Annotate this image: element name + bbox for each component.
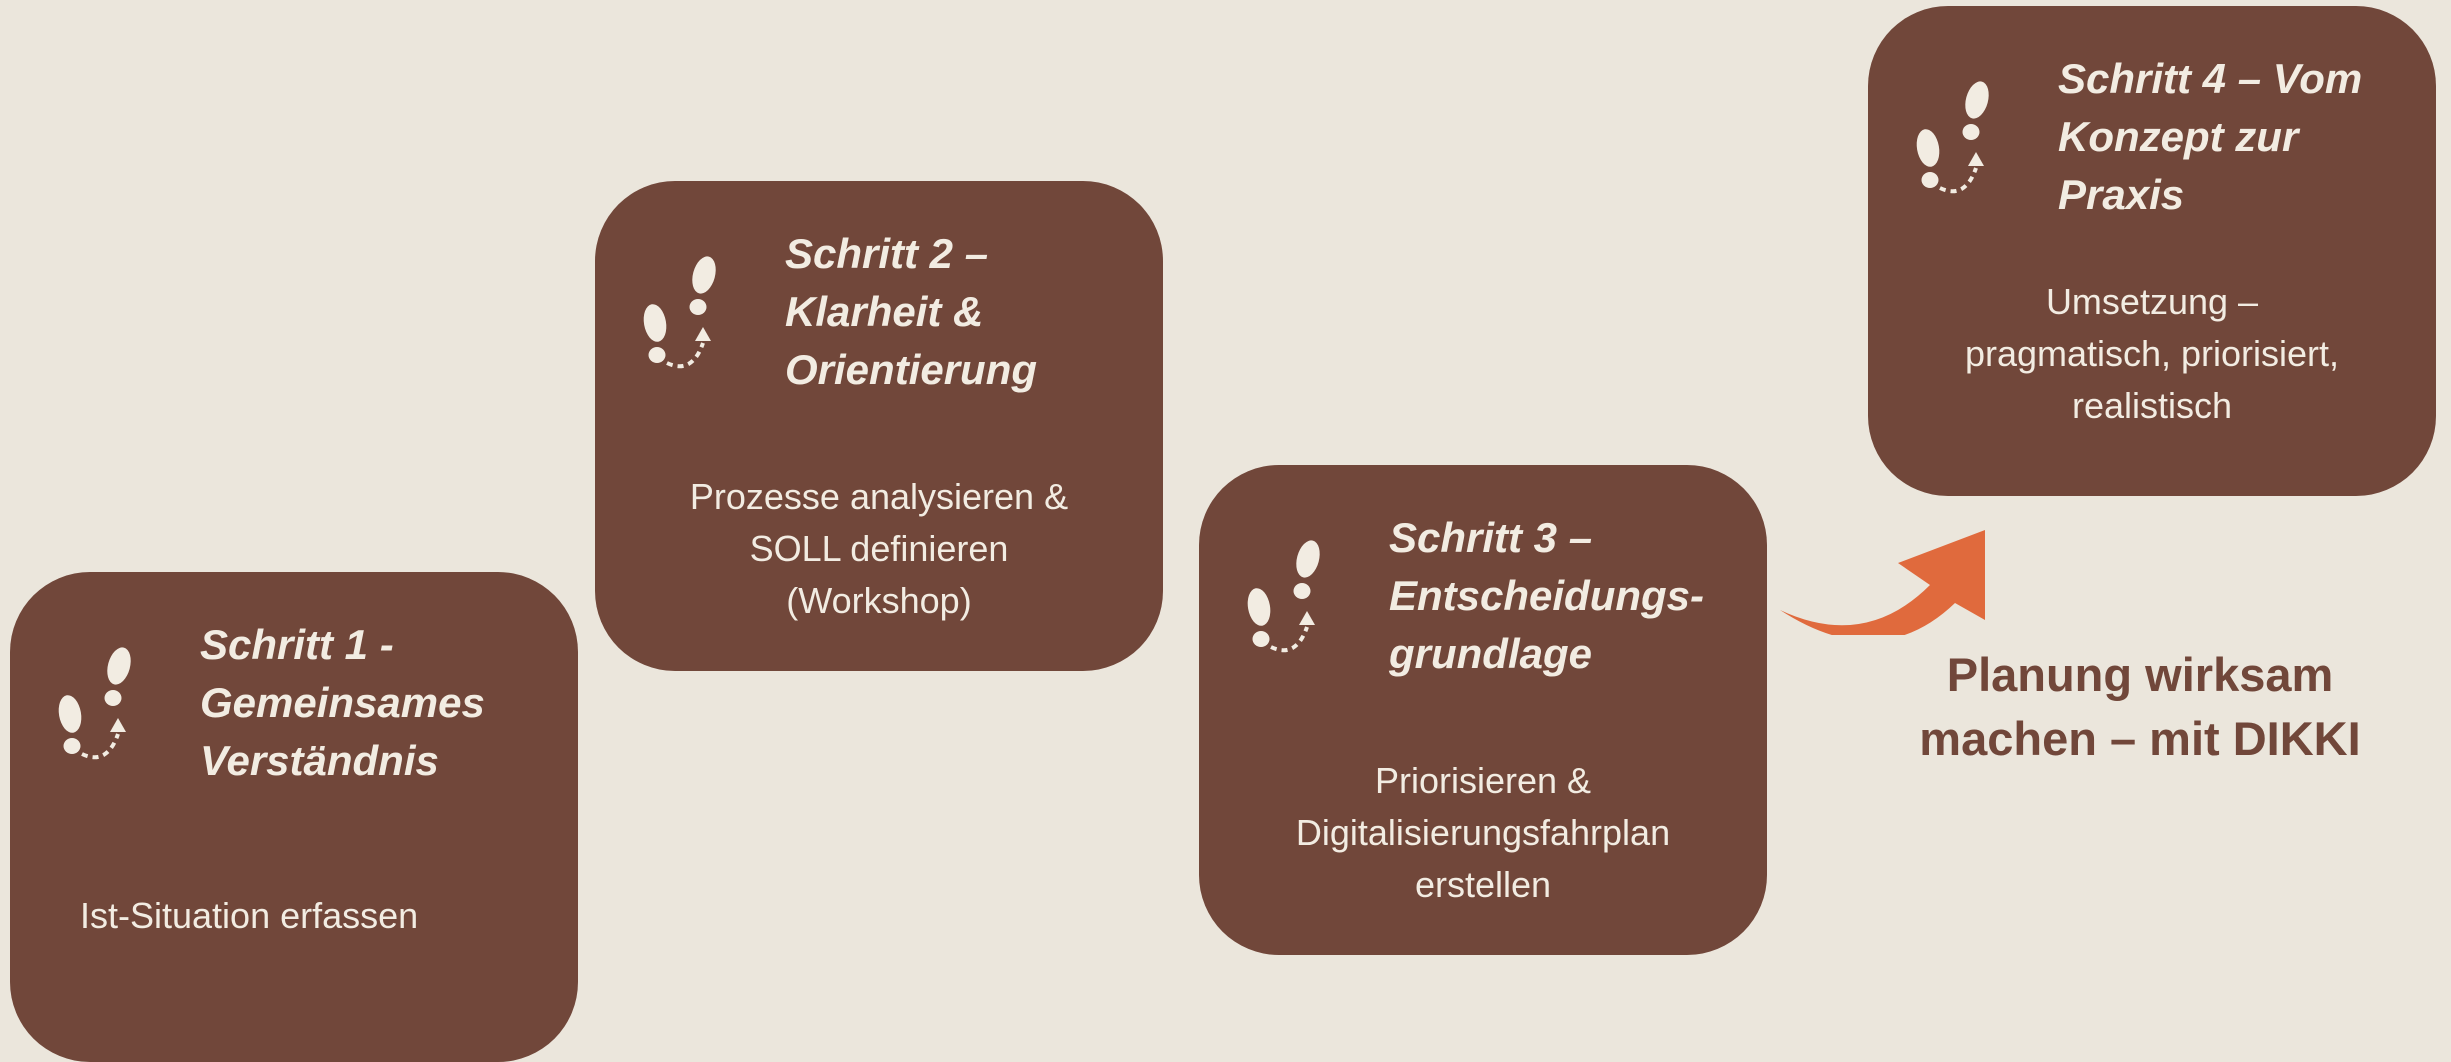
step-description: realistisch bbox=[2071, 385, 2233, 426]
step-title-line: Gemeinsames bbox=[200, 679, 485, 726]
footprints-icon bbox=[58, 647, 131, 760]
step-card-4: Schritt 4 – Vom Konzept zur Praxis Umset… bbox=[1868, 6, 2436, 496]
step-title-line: Schritt 1 - bbox=[200, 621, 394, 668]
step-title-line: Verständnis bbox=[200, 737, 439, 784]
curved-arrow-icon bbox=[1780, 530, 1985, 635]
step-card-1: Schritt 1 - Gemeinsames Verständnis Ist-… bbox=[10, 572, 578, 1062]
step-description: Priorisieren & bbox=[1374, 760, 1592, 801]
caption: Planung wirksam machen – mit DIKKI bbox=[1890, 643, 2390, 771]
step-title-line: Schritt 3 – bbox=[1389, 514, 1593, 561]
step-description: pragmatisch, priorisiert, bbox=[1964, 333, 2340, 374]
step-description: erstellen bbox=[1414, 864, 1552, 905]
step-title-line: Entscheidungs- bbox=[1389, 572, 1705, 619]
step-card-3: Schritt 3 – Entscheidungs- grundlage Pri… bbox=[1199, 465, 1767, 955]
step-description: Ist-Situation erfassen bbox=[80, 895, 419, 936]
footprints-icon bbox=[1247, 540, 1320, 653]
step-card-2: Schritt 2 – Klarheit & Orientierung Proz… bbox=[595, 181, 1163, 671]
step-title-line: Praxis bbox=[2058, 171, 2185, 218]
step-title-line: Schritt 4 – Vom bbox=[2058, 55, 2363, 102]
step-title-line: Schritt 2 – bbox=[785, 230, 989, 277]
caption-line: Planung wirksam bbox=[1946, 648, 2334, 701]
footprints-icon bbox=[643, 256, 716, 369]
step-description: Umsetzung – bbox=[2045, 281, 2259, 322]
step-description: (Workshop) bbox=[786, 580, 972, 621]
step-description: Prozesse analysieren & bbox=[689, 476, 1069, 517]
step-title-line: Konzept zur bbox=[2058, 113, 2299, 160]
step-title-line: Orientierung bbox=[785, 346, 1038, 393]
step-description: Digitalisierungsfahrplan bbox=[1295, 812, 1671, 853]
step-title-line: grundlage bbox=[1389, 630, 1593, 677]
step-description: SOLL definieren bbox=[749, 528, 1009, 569]
step-title-line: Klarheit & bbox=[785, 288, 984, 335]
footprints-icon bbox=[1916, 81, 1989, 194]
caption-line: machen – mit DIKKI bbox=[1919, 712, 2361, 765]
